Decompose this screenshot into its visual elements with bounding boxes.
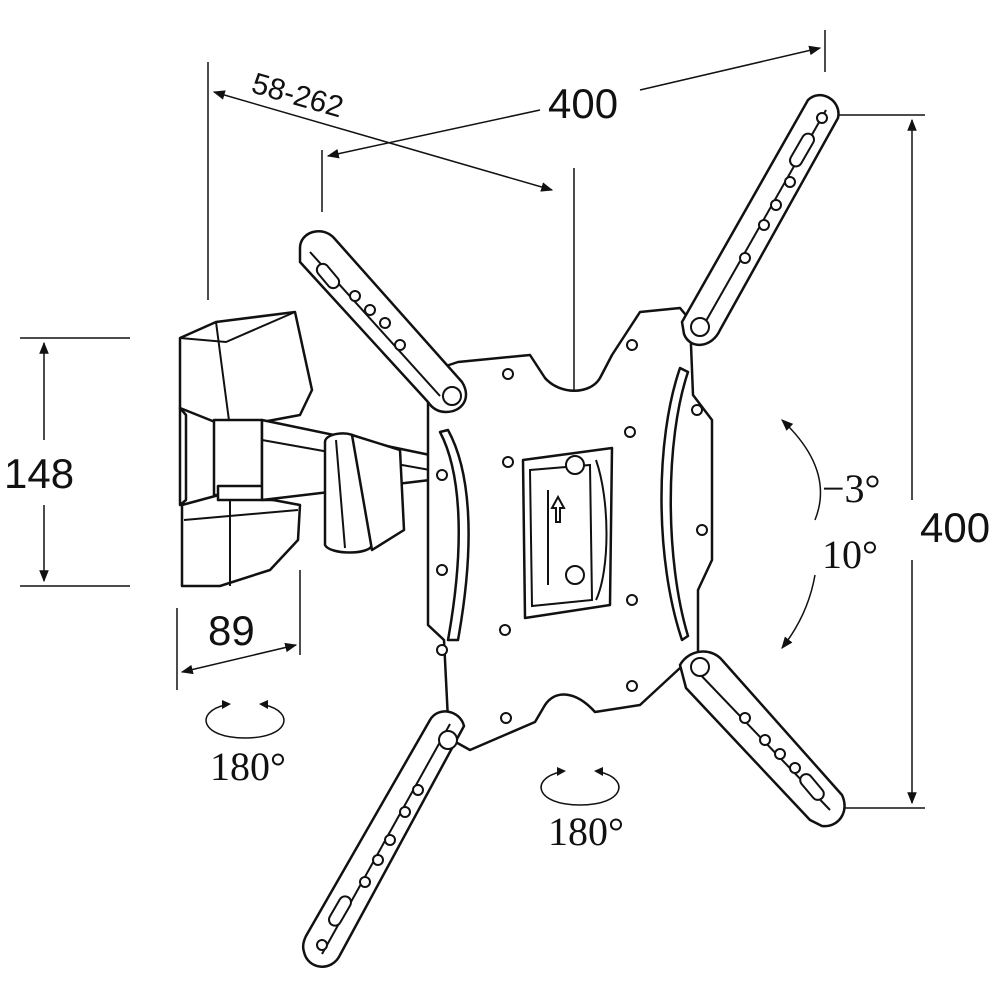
vesa-arm-bottom-right xyxy=(678,650,846,828)
center-plate xyxy=(426,306,714,752)
swivel-head-icon xyxy=(540,767,620,806)
vesa-arm-bottom-left xyxy=(301,710,466,968)
wall-plate-depth-label: 89 xyxy=(208,607,255,654)
vesa-arm-top-right xyxy=(680,93,840,346)
swivel-head-label: 180° xyxy=(548,809,624,854)
articulating-arm xyxy=(260,418,432,554)
tilt-up-label: −3° xyxy=(822,466,881,511)
tilt-down-label: 10° xyxy=(822,532,878,577)
swivel-arm-icon xyxy=(205,700,285,739)
dimension-lines xyxy=(20,30,925,809)
vesa-arm-top-left xyxy=(298,229,468,414)
vesa-height-label: 400 xyxy=(920,504,990,551)
wall-plate xyxy=(178,310,314,588)
vesa-width-label: 400 xyxy=(548,80,618,127)
wall-plate-height-label: 148 xyxy=(4,450,74,497)
swivel-arm-label: 180° xyxy=(210,744,286,789)
tilt-arrow-icon xyxy=(781,419,822,649)
